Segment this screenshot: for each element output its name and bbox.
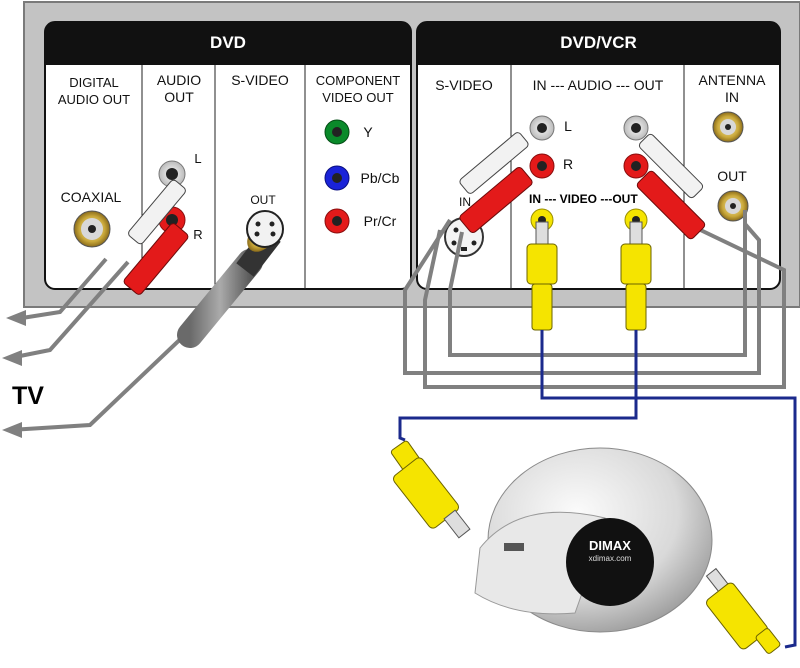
component-y-jack — [324, 119, 350, 145]
component-pb-jack — [324, 165, 350, 191]
component-y-label: Y — [363, 124, 373, 140]
antenna-in-label: ANTENNA IN — [698, 72, 766, 105]
dvd-s-video-out-label: OUT — [250, 193, 276, 207]
vcr-audio-out-left-jack — [623, 115, 649, 141]
audio-out-l-label: L — [194, 151, 202, 166]
component-pb-label: Pb/Cb — [360, 170, 400, 186]
dvd-s-video-label: S-VIDEO — [231, 72, 289, 88]
antenna-in-jack — [712, 111, 744, 143]
audio-out-left-jack — [158, 160, 186, 188]
dvd-audio-red-plug — [123, 223, 189, 295]
vcr-audio-out-plugs — [636, 133, 706, 240]
vcr-s-video-in-label: IN — [459, 195, 471, 209]
component-pr-label: Pr/Cr — [363, 213, 397, 229]
audio-out-r-label: R — [193, 227, 203, 242]
vcr-audio-l-label: L — [564, 118, 572, 134]
vcr-audio-label: IN --- AUDIO --- OUT — [532, 77, 664, 93]
device-site-label: xdimax.com — [588, 554, 632, 563]
s-video-cable — [177, 210, 284, 348]
dvdvcr-header: DVD/VCR — [560, 33, 637, 52]
device-video-out-plug — [705, 567, 781, 654]
tv-arrowheads — [2, 310, 26, 438]
component-pr-jack — [324, 208, 350, 234]
vcr-audio-out-right-jack — [623, 153, 649, 179]
component-video-out-label: COMPONENT VIDEO OUT — [315, 73, 401, 105]
digital-audio-out-label: DIGITAL AUDIO OUT — [57, 75, 131, 107]
coaxial-label: COAXIAL — [60, 189, 122, 205]
coaxial-jack — [73, 210, 111, 248]
dvd-audio-white-plug — [128, 179, 186, 245]
gray-cables — [9, 210, 786, 432]
antenna-out-jack — [717, 190, 749, 222]
tv-label: TV — [12, 382, 44, 410]
vcr-audio-r-label: R — [562, 156, 574, 172]
dimax-device — [474, 447, 713, 633]
vcr-audio-in-right-jack — [529, 153, 555, 179]
device-video-in-plug — [390, 440, 471, 539]
vcr-audio-in-plugs — [459, 132, 533, 234]
device-brand-label: DIMAX — [589, 538, 631, 553]
antenna-out-label: OUT — [717, 168, 747, 184]
video-out-yellow-plug — [620, 221, 652, 340]
dvd-header: DVD — [210, 33, 246, 52]
vcr-s-video-label: S-VIDEO — [435, 77, 493, 93]
video-in-yellow-plug — [526, 221, 558, 340]
blue-cables — [398, 338, 797, 649]
vcr-audio-in-left-jack — [529, 115, 555, 141]
audio-out-label: AUDIO OUT — [156, 72, 202, 105]
vcr-video-label: IN --- VIDEO ---OUT — [529, 192, 638, 206]
